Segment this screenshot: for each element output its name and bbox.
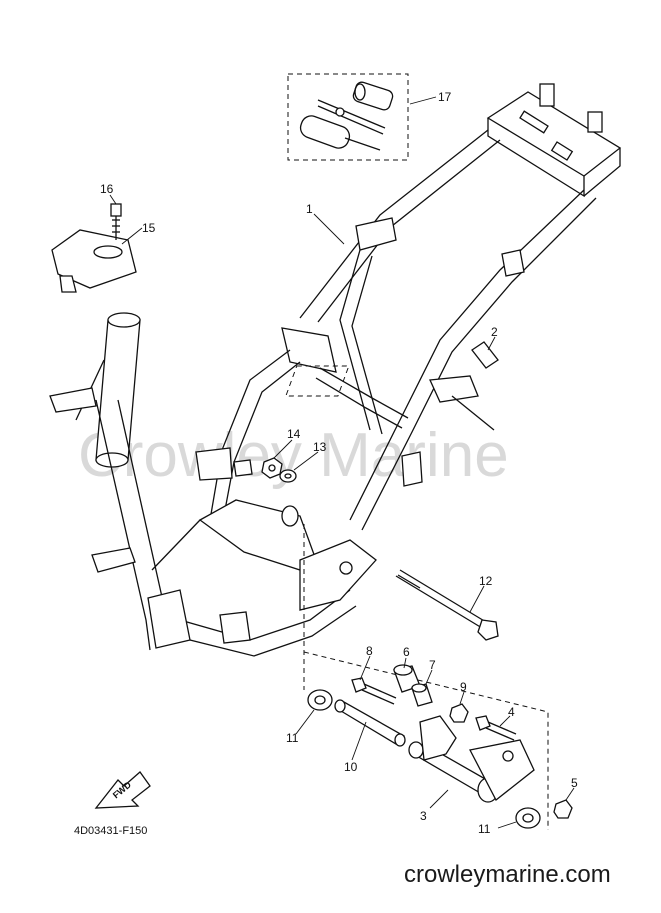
washer-13 (279, 469, 297, 483)
bracket-3 (408, 715, 535, 803)
diagram-code: 4D03431-F150 (74, 825, 147, 837)
footer-site: crowleymarine.com (404, 861, 611, 888)
nut-14 (261, 457, 283, 479)
spanner-tool (317, 99, 386, 135)
head-pipe (95, 312, 141, 468)
callout-2: 2 (491, 325, 498, 339)
callout-10: 10 (344, 760, 358, 774)
collar-11-lower (515, 807, 541, 829)
callout-5: 5 (571, 776, 578, 790)
tool-kit-box (287, 73, 409, 161)
callout-7: 7 (429, 658, 436, 672)
bolt-8 (351, 677, 397, 705)
leader-lines (109, 96, 575, 829)
screwdriver-handle (299, 115, 381, 151)
collar-7 (411, 683, 433, 707)
callout-3: 3 (420, 809, 427, 823)
callout-4: 4 (508, 705, 515, 719)
mount-assembly (303, 524, 573, 830)
callout-6: 6 (403, 645, 410, 659)
callout-12: 12 (479, 574, 493, 588)
fwd-arrow: FWD (94, 771, 151, 809)
callout-1: 1 (306, 202, 313, 216)
bolt-4 (475, 715, 517, 741)
callout-17: 17 (438, 90, 452, 104)
collar-11-upper (307, 689, 333, 711)
callout-16: 16 (100, 182, 114, 196)
callout-14: 14 (287, 427, 301, 441)
callout-15: 15 (142, 221, 156, 235)
main-frame (49, 83, 622, 657)
callout-8: 8 (366, 644, 373, 658)
steering-bracket (51, 229, 137, 293)
socket-tool (352, 81, 394, 111)
bolt-16 (110, 203, 122, 240)
nut-9 (449, 703, 469, 723)
callout-11-lower: 11 (478, 822, 491, 836)
callout-13: 13 (313, 440, 327, 454)
callout-11-upper: 11 (286, 731, 299, 745)
tool-kit-group (287, 73, 409, 161)
long-bolt-12 (395, 569, 499, 641)
clip-2 (285, 341, 499, 397)
collar-on-frame (281, 505, 299, 527)
nut-5 (553, 799, 573, 819)
callout-9: 9 (460, 680, 467, 694)
shaft-10 (334, 699, 406, 747)
